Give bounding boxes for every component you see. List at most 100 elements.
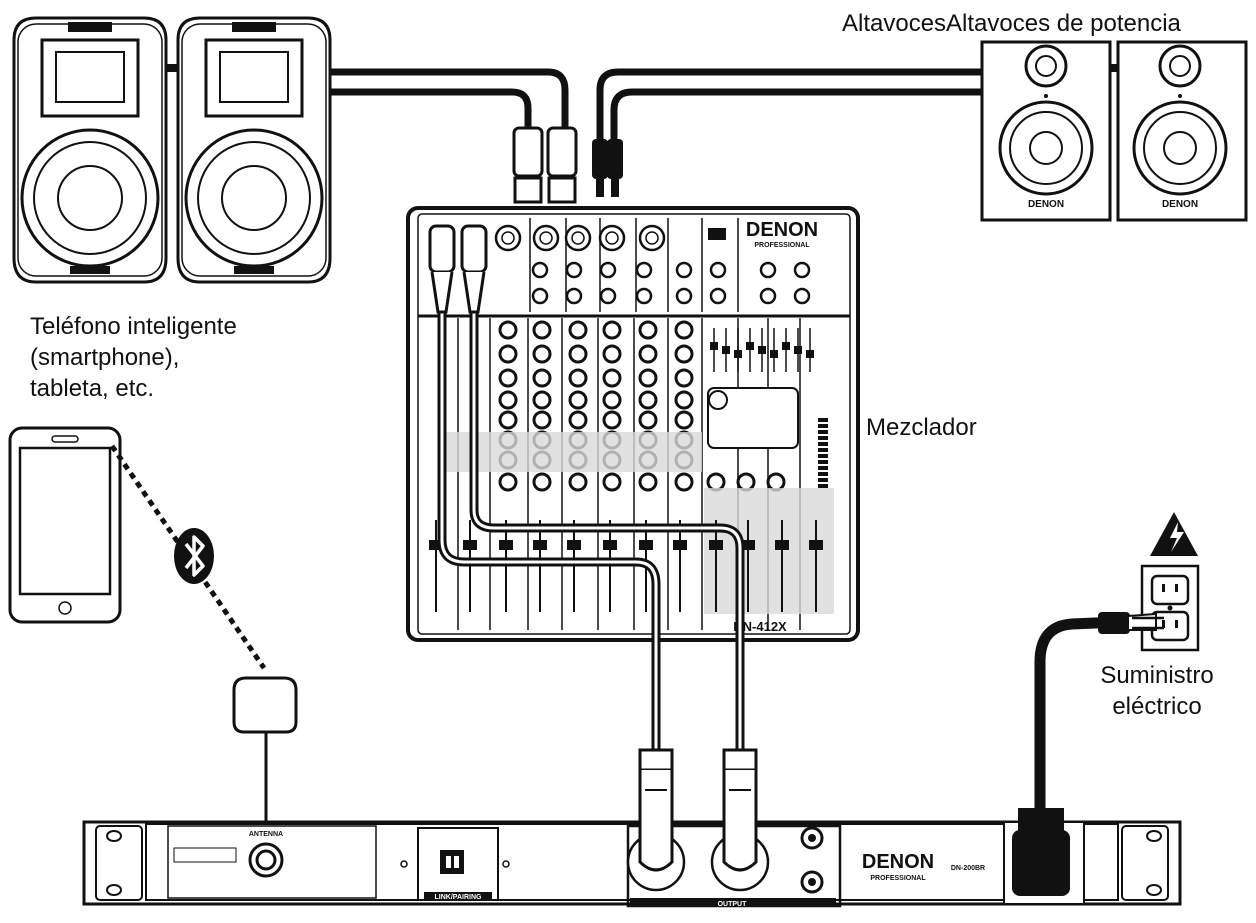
fader-cap bbox=[741, 540, 755, 550]
label-power-supply: Suministro eléctrico bbox=[1092, 660, 1222, 722]
fader-cap bbox=[567, 540, 581, 550]
channel-knob bbox=[674, 410, 694, 430]
input-jack bbox=[599, 261, 617, 279]
eq-slider-cap bbox=[770, 350, 778, 358]
channel-knob bbox=[638, 390, 658, 410]
label-power-line2: eléctrico bbox=[1112, 693, 1202, 720]
receiver-model: DN-200BR bbox=[951, 865, 985, 872]
input-jack bbox=[759, 261, 777, 279]
fader-cap bbox=[533, 540, 547, 550]
channel-knob bbox=[568, 368, 588, 388]
mixer-sub: PROFESSIONAL bbox=[754, 242, 810, 249]
channel-knob bbox=[532, 410, 552, 430]
fader-cap bbox=[673, 540, 687, 550]
mixer-level-meter bbox=[818, 418, 828, 488]
meter-segment bbox=[818, 484, 828, 488]
meter-segment bbox=[818, 472, 828, 476]
label-smartphone-line2: (smartphone), bbox=[30, 344, 180, 371]
eq-slider-cap bbox=[794, 346, 802, 354]
mixer-graphic-eq bbox=[710, 328, 814, 372]
input-jack bbox=[531, 261, 549, 279]
eq-slider-cap bbox=[722, 346, 730, 354]
channel-knob bbox=[568, 344, 588, 364]
label-smartphone-line1: Teléfono inteligente bbox=[30, 313, 237, 340]
channel-knob bbox=[498, 368, 518, 388]
channel-knob bbox=[638, 320, 658, 340]
channel-knob bbox=[498, 320, 518, 340]
channel-knob bbox=[498, 390, 518, 410]
smartphone bbox=[8, 426, 122, 624]
meter-segment bbox=[818, 478, 828, 482]
label-smartphone-line3: tableta, etc. bbox=[30, 375, 155, 402]
input-jack bbox=[759, 287, 777, 305]
input-jack bbox=[565, 261, 583, 279]
channel-knob bbox=[674, 368, 694, 388]
xlr-input-inner bbox=[605, 231, 619, 245]
channel-knob bbox=[602, 344, 622, 364]
meter-segment bbox=[818, 430, 828, 434]
channel-knob bbox=[674, 472, 694, 492]
bluetooth-icon bbox=[174, 528, 214, 584]
receiver-output-label: OUTPUT bbox=[718, 901, 748, 908]
mixer-xlr-inputs bbox=[494, 224, 666, 252]
receiver-xlr-plugs bbox=[638, 748, 758, 872]
meter-segment bbox=[818, 436, 828, 440]
xlr-input-inner bbox=[571, 231, 585, 245]
meter-segment bbox=[818, 442, 828, 446]
eq-slider-cap bbox=[710, 342, 718, 350]
monitor-left: DENON bbox=[980, 40, 1112, 222]
eq-slider-cap bbox=[806, 350, 814, 358]
fader-cap bbox=[775, 540, 789, 550]
input-jack bbox=[793, 287, 811, 305]
channel-knob bbox=[532, 320, 552, 340]
input-jack bbox=[709, 261, 727, 279]
fader-cap bbox=[603, 540, 617, 550]
eq-slider-cap bbox=[758, 346, 766, 354]
meter-segment bbox=[818, 460, 828, 464]
trs-plugs-top bbox=[592, 139, 623, 197]
power-cable bbox=[1034, 612, 1164, 812]
channel-knob bbox=[532, 344, 552, 364]
label-power-line1: Suministro bbox=[1100, 662, 1214, 689]
meter-segment bbox=[818, 454, 828, 458]
receiver-pair-label: LINK/PAIRING bbox=[435, 894, 482, 901]
master-knob bbox=[736, 472, 756, 492]
input-jack bbox=[565, 287, 583, 305]
fader-cap bbox=[463, 540, 477, 550]
channel-knob bbox=[638, 368, 658, 388]
receiver-power-plug bbox=[1012, 808, 1070, 896]
pa-speaker-right bbox=[176, 16, 332, 284]
antenna bbox=[232, 676, 298, 840]
channel-knob bbox=[602, 320, 622, 340]
receiver-antenna-label: ANTENNA bbox=[249, 831, 283, 838]
xlr-input-inner bbox=[539, 231, 553, 245]
channel-knob bbox=[638, 344, 658, 364]
fader-cap bbox=[499, 540, 513, 550]
speaker-cables bbox=[326, 68, 986, 146]
channel-knob bbox=[568, 320, 588, 340]
channel-knob bbox=[568, 410, 588, 430]
receiver-cables bbox=[437, 232, 745, 756]
channel-knob bbox=[498, 344, 518, 364]
channel-knob bbox=[602, 410, 622, 430]
eq-slider-cap bbox=[782, 342, 790, 350]
channel-knob bbox=[602, 472, 622, 492]
high-voltage-warning-icon bbox=[1150, 512, 1198, 556]
fader-cap bbox=[709, 540, 723, 550]
fader-cap bbox=[639, 540, 653, 550]
input-jack bbox=[675, 261, 693, 279]
input-jack bbox=[635, 261, 653, 279]
xlr-input-inner bbox=[645, 231, 659, 245]
xlr-plugs-top bbox=[512, 126, 578, 204]
channel-knob bbox=[638, 410, 658, 430]
pa-speaker-left bbox=[12, 16, 168, 284]
channel-knob bbox=[532, 368, 552, 388]
channel-knob bbox=[498, 472, 518, 492]
channel-knob bbox=[674, 320, 694, 340]
label-mixer: Mezclador bbox=[866, 414, 977, 441]
mixer-xlr-plugs bbox=[428, 224, 488, 314]
monitor-brand-right: DENON bbox=[1162, 199, 1198, 210]
eq-slider-cap bbox=[734, 350, 742, 358]
input-jack bbox=[675, 287, 693, 305]
